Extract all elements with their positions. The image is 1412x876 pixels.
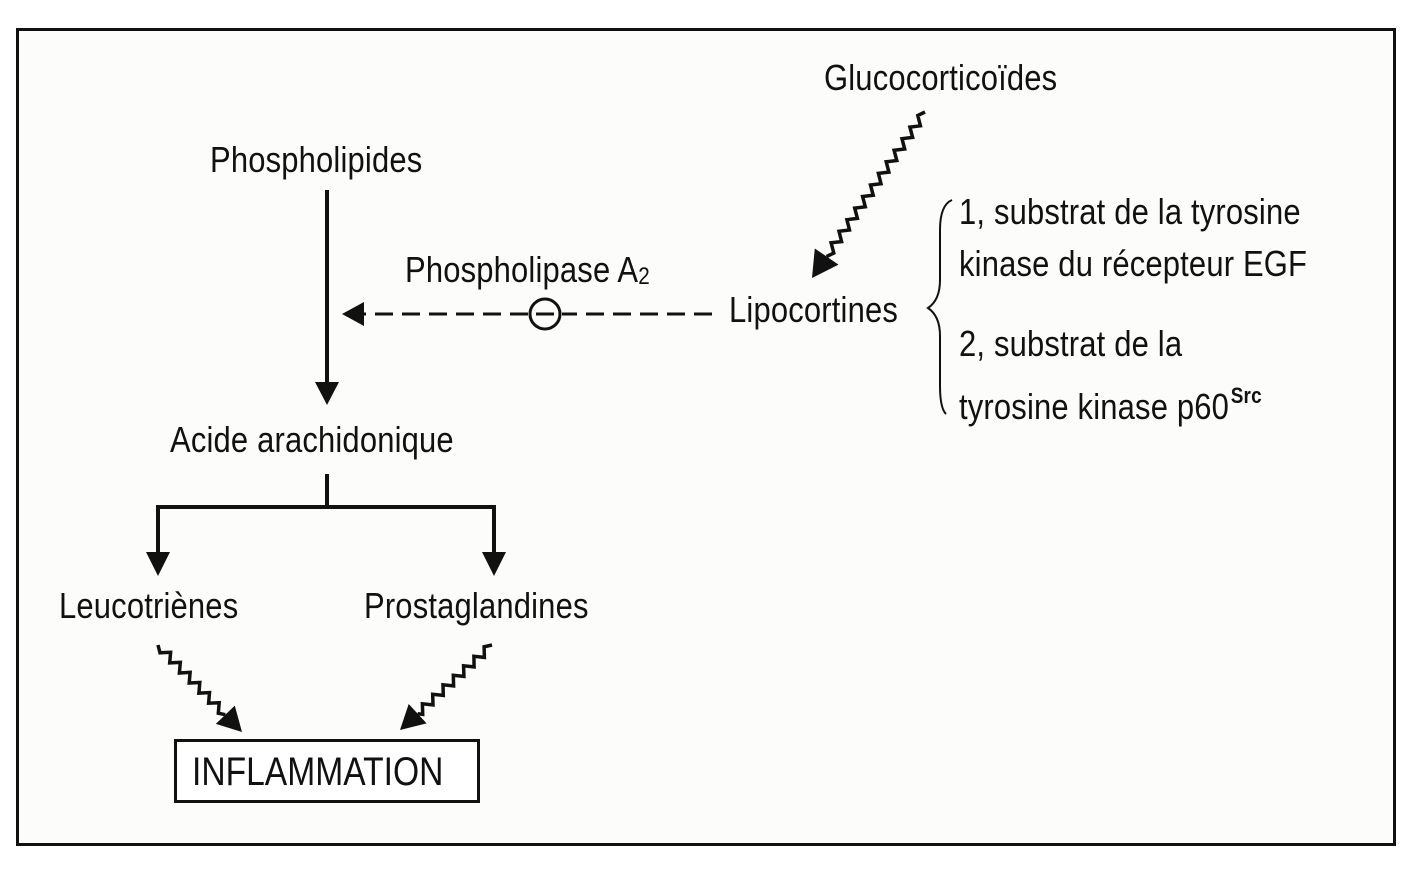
note-2-line-1: 2, substrat de la [959,323,1183,364]
node-phospholipides: Phospholipides [210,139,423,180]
node-lipocortines: Lipocortines [729,289,899,330]
phospholipase-label: Phospholipase A [405,249,639,290]
inflammation-box [174,739,480,803]
wavy-line [825,110,926,259]
arrow-phospholipides-to-acide [315,190,339,405]
wavy-line [417,643,493,717]
note-2-line-2: tyrosine kinase p60Src [959,376,1262,427]
curly-brace [926,199,953,415]
src-superscript: Src [1230,383,1262,408]
node-acide-arachidonique: Acide arachidonique [170,419,454,460]
arrow-acide-branches [146,474,506,576]
wavy-arrow-prostaglandines-to-inflammation [400,643,493,730]
node-glucocorticoides: Glucocorticoïdes [824,57,1058,98]
node-phospholipase: Phospholipase A2 [405,250,650,297]
phospholipase-subscript: 2 [638,263,650,290]
wavy-arrowhead [812,248,839,278]
node-prostaglandines: Prostaglandines [364,585,589,626]
node-leucotrienes: Leucotriènes [59,585,239,626]
arrow-lipocortines-inhibition [342,302,712,326]
node-inflammation: INFLAMMATION [192,750,444,794]
note-1-line-1: 1, substrat de la tyrosine [959,191,1301,232]
wavy-arrow-leucotrienes-to-inflammation [156,644,242,732]
wavy-arrow-glucocorticoides-to-lipocortines [812,110,926,278]
diagram-frame [16,28,1396,846]
note-1-line-2: kinase du récepteur EGF [959,243,1308,284]
note-2-line-2-text: tyrosine kinase p60 [959,386,1230,427]
inhibition-minus-icon [528,297,562,331]
wavy-line [156,644,226,717]
wavy-arrowhead [400,704,427,730]
wavy-arrowhead [215,705,242,732]
